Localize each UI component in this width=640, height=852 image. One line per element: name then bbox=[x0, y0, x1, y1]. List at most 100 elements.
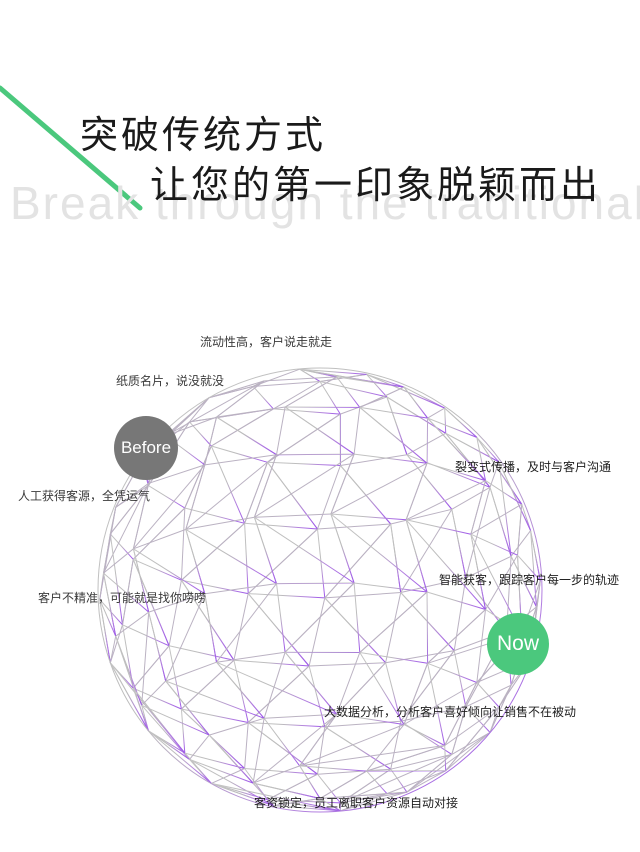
mesh-edge bbox=[211, 445, 268, 463]
mesh-edge bbox=[181, 579, 249, 595]
mesh-edge bbox=[476, 437, 500, 463]
mesh-edge bbox=[132, 483, 150, 549]
mesh-edge bbox=[317, 768, 391, 775]
mesh-edge bbox=[451, 486, 491, 510]
mesh-edge bbox=[340, 793, 388, 812]
mesh-edge bbox=[254, 516, 355, 584]
mesh-edge bbox=[317, 773, 341, 804]
mesh-edge bbox=[390, 721, 402, 770]
mesh-edge bbox=[211, 782, 274, 807]
mesh-edge bbox=[141, 612, 150, 706]
mesh-edge bbox=[244, 522, 318, 530]
mesh-edge bbox=[359, 591, 428, 653]
mesh-edge bbox=[366, 724, 405, 772]
mesh-edge bbox=[273, 381, 321, 410]
mesh-edge bbox=[309, 662, 386, 667]
mesh-edge bbox=[400, 509, 453, 593]
mesh-edge bbox=[366, 374, 388, 398]
mesh-edge bbox=[299, 745, 445, 767]
before-badge: Before bbox=[114, 416, 178, 480]
mesh-edge bbox=[216, 661, 337, 715]
mesh-edge bbox=[510, 530, 531, 557]
mesh-edge bbox=[308, 597, 326, 667]
mesh-edge bbox=[122, 559, 134, 625]
mesh-edge bbox=[427, 417, 477, 438]
mesh-edge bbox=[359, 652, 405, 725]
mesh-edge bbox=[99, 573, 104, 600]
mesh-edge bbox=[233, 593, 249, 661]
mesh-edge bbox=[406, 754, 453, 793]
mesh-edge bbox=[330, 513, 407, 521]
mesh-edge bbox=[216, 583, 277, 663]
mesh-edge bbox=[521, 504, 532, 531]
mesh-edge bbox=[133, 558, 182, 581]
mesh-edge bbox=[264, 713, 337, 719]
mesh-edge bbox=[359, 652, 428, 664]
mesh-edge bbox=[168, 580, 182, 646]
mesh-edge bbox=[253, 517, 277, 584]
mesh-edge bbox=[247, 722, 318, 775]
mesh-edge bbox=[451, 731, 491, 755]
mesh-edge bbox=[276, 583, 286, 653]
mesh-edge bbox=[148, 593, 205, 613]
mesh-edge bbox=[233, 659, 310, 667]
mesh-edge bbox=[115, 482, 149, 508]
mesh-edge bbox=[444, 745, 447, 771]
mesh-edge bbox=[426, 462, 486, 482]
mesh-edge bbox=[406, 454, 491, 488]
mesh-edge bbox=[133, 687, 182, 710]
mesh-edge bbox=[340, 793, 387, 804]
mesh-edge bbox=[247, 528, 318, 594]
mesh-edge bbox=[427, 662, 477, 683]
mesh-edge bbox=[284, 376, 337, 408]
mesh-edge bbox=[133, 528, 186, 550]
mesh-edge bbox=[276, 453, 355, 456]
mesh-edge bbox=[324, 523, 392, 599]
mesh-edge bbox=[208, 734, 254, 784]
mesh-edge bbox=[299, 724, 405, 767]
mesh-edge bbox=[489, 487, 512, 557]
mesh-edge bbox=[211, 408, 274, 447]
mesh-edge bbox=[99, 599, 111, 663]
mesh-edge bbox=[267, 462, 318, 530]
mesh-edge bbox=[180, 507, 186, 581]
mesh-edge bbox=[498, 461, 532, 531]
mesh-edge bbox=[453, 650, 467, 707]
mesh-edge bbox=[340, 768, 391, 804]
mesh-edge bbox=[254, 453, 355, 518]
mesh-edge bbox=[336, 376, 361, 408]
mesh-edge bbox=[165, 661, 217, 682]
mesh-edge bbox=[148, 611, 167, 682]
mesh-edge bbox=[489, 684, 512, 733]
mesh-edge bbox=[319, 793, 387, 799]
mesh-edge bbox=[444, 408, 447, 434]
mesh-edge bbox=[185, 529, 206, 594]
before-point-label: 流动性高，客户说走就走 bbox=[200, 335, 333, 349]
mesh-edge bbox=[99, 599, 117, 637]
mesh-edge bbox=[216, 416, 277, 456]
mesh-edge bbox=[252, 782, 274, 806]
mesh-edge bbox=[510, 556, 537, 608]
mesh-edge bbox=[132, 548, 150, 613]
mesh-edge bbox=[247, 593, 310, 667]
mesh-edge bbox=[273, 805, 341, 812]
mesh-edge bbox=[267, 461, 341, 466]
mesh-edge bbox=[189, 758, 274, 807]
mesh-edge bbox=[390, 753, 452, 770]
mesh-edge bbox=[445, 432, 491, 488]
mesh-edge bbox=[189, 759, 212, 784]
mesh-edge bbox=[244, 722, 249, 769]
mesh-edge bbox=[284, 406, 355, 455]
mesh-edge bbox=[400, 706, 466, 722]
mesh-edge bbox=[141, 705, 149, 731]
mesh-edge bbox=[209, 717, 265, 736]
mesh-edge bbox=[330, 453, 355, 515]
mesh-edge bbox=[386, 770, 446, 795]
mesh-edge bbox=[405, 519, 486, 610]
mesh-edge bbox=[180, 579, 235, 661]
mesh-edge bbox=[319, 770, 367, 799]
mesh-edge bbox=[209, 380, 265, 399]
mesh-edge bbox=[165, 680, 210, 736]
mesh-edge bbox=[204, 593, 217, 663]
mesh-edge bbox=[252, 765, 300, 784]
